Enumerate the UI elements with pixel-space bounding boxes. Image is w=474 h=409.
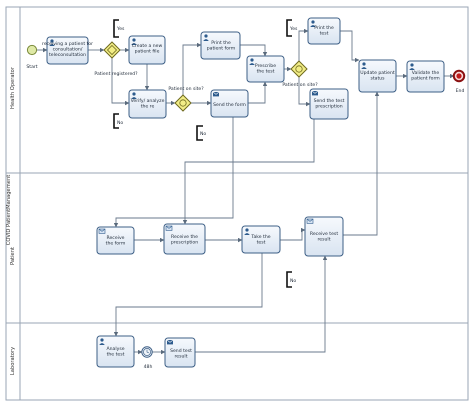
flow-send-form-prescribe[interactable] [248,81,268,104]
annotation-yes: Yes [286,19,298,37]
svg-text:Yes: Yes [116,26,125,32]
svg-text:Send the form: Send the form [213,102,246,108]
lane-label-health-operator[interactable]: Health Operator [10,66,16,109]
annotation-yes: Yes [113,19,125,38]
svg-text:No: No [290,278,296,284]
gateway-patient-registered[interactable] [103,41,121,59]
pool-border [5,6,469,401]
start-label: Start [26,64,37,70]
lane-label-covid-patient-management[interactable]: COVID PatientManagement [6,175,12,246]
flow-gw3-print-test[interactable] [298,28,309,61]
end-event[interactable] [452,69,466,83]
gateway-patient-on-site-2[interactable] [290,60,308,78]
svg-text:No: No [117,120,123,126]
gateway-label: Patient registered? [94,71,138,77]
flow-print-prescribe[interactable] [240,44,268,57]
flow-gw1-verify[interactable] [111,58,130,106]
timer-event[interactable] [141,346,153,358]
lane-label-laboratory[interactable]: Laboratory [10,347,16,375]
svg-text:Yes: Yes [289,26,298,32]
timer-label: 48h [144,364,153,370]
lane-label-patient[interactable]: Patient [10,247,16,265]
end-label: End [456,88,465,94]
flow-send-prescription-receive-prescription[interactable] [182,119,315,225]
gateway-label: Patient on site? [168,86,204,92]
flow-take-analyse[interactable] [113,253,263,337]
flow-gw3-send-prescription[interactable] [298,77,311,107]
start-event[interactable] [26,44,38,56]
sequence-flows [37,28,455,355]
gateway-label: Patient on site? [282,82,318,88]
flow-receive-result-update[interactable] [343,91,380,236]
flow-send-result-receive-result[interactable] [195,255,328,353]
flow-gw2-print[interactable] [182,42,202,95]
svg-text:No: No [200,131,206,137]
flow-print-test-update[interactable] [340,30,360,63]
gateway-patient-on-site-1[interactable] [174,94,192,112]
flow-send-form-receive-form[interactable] [113,117,234,228]
annotation-no: No [286,271,296,288]
annotation-no: No [196,125,206,141]
flow-take-back[interactable] [280,227,306,241]
task-send-form[interactable]: Send the form [210,89,249,118]
annotation-no: No [113,113,123,129]
